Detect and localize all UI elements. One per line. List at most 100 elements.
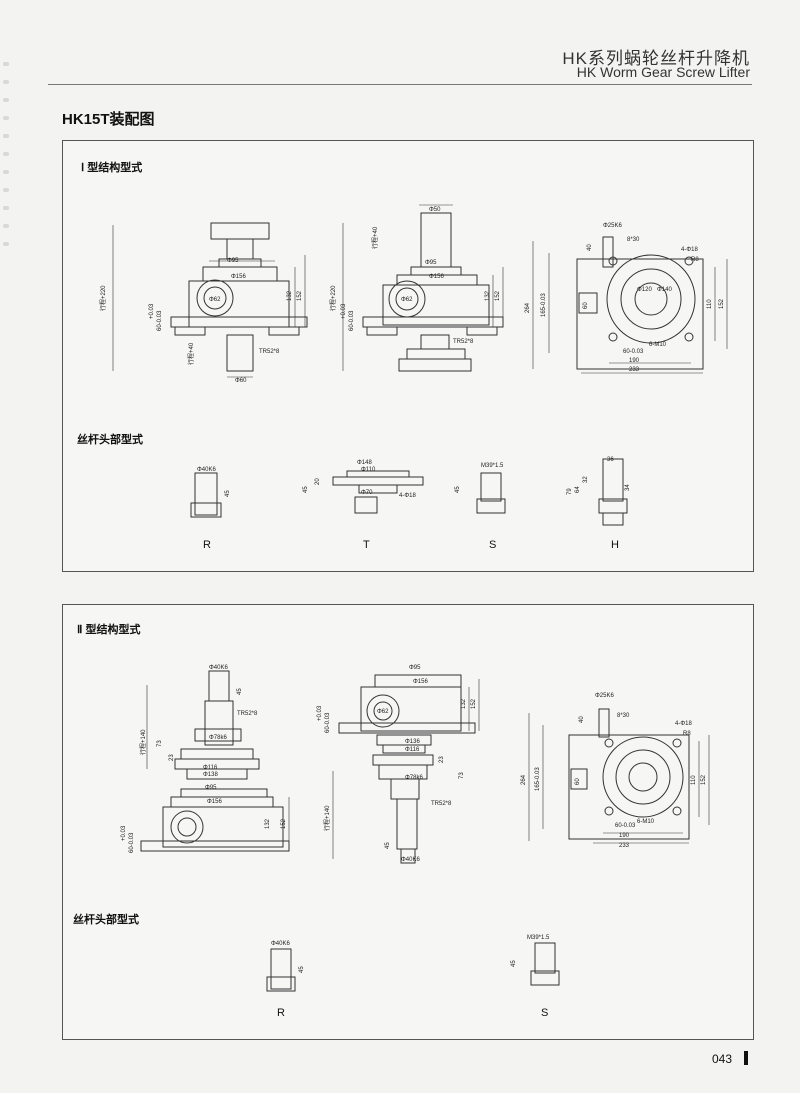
- section2-heads-title: 丝杆头部型式: [73, 914, 139, 926]
- dim-label: 152: [719, 298, 725, 309]
- section2-title: Ⅱ 型结构型式: [77, 624, 141, 636]
- dim-label: 45: [299, 966, 305, 973]
- dim-label: 行程+140: [139, 729, 147, 755]
- dim-label: 60-0.03: [623, 349, 644, 355]
- dim-label: Φ148: [357, 460, 372, 466]
- dim-label: 165-0.03: [535, 767, 541, 791]
- dim-label: 36: [607, 457, 614, 463]
- dim-label: Φ120: [637, 287, 652, 293]
- dim-label: Φ78k6: [405, 775, 423, 781]
- s1-head-h: [598, 458, 628, 526]
- dim-label: 73: [157, 740, 163, 747]
- dim-label: Φ116: [203, 765, 218, 771]
- s2-top-view: [528, 708, 710, 844]
- dim-label: 60-0.03: [157, 310, 163, 331]
- s1-head-r: [190, 472, 222, 518]
- s1-head-s: [476, 472, 506, 514]
- section1-panel: Ⅰ 型结构型式: [62, 140, 754, 572]
- dim-label: 79: [567, 488, 573, 495]
- head-letter-h: H: [611, 539, 619, 551]
- dim-label: 152: [701, 774, 707, 785]
- dim-label: Φ95: [205, 785, 217, 791]
- dim-label: 行程+40: [371, 226, 379, 249]
- head-letter-r: R: [203, 539, 211, 551]
- dim-label: 190: [619, 833, 630, 839]
- dim-label: 264: [521, 774, 527, 785]
- dim-label: 6-M10: [637, 819, 655, 825]
- dim-label: TR52*8: [259, 349, 280, 355]
- dim-label: 20: [315, 478, 321, 485]
- dim-label: Φ62: [209, 297, 221, 303]
- header-title-en: HK Worm Gear Screw Lifter: [576, 64, 750, 80]
- dim-label: 132: [461, 698, 467, 709]
- dim-label: 4-Φ18: [675, 721, 692, 727]
- dim-label: Φ156: [231, 274, 246, 280]
- dim-label: 233: [629, 367, 640, 373]
- dim-label: 23: [169, 754, 175, 761]
- dim-label: 45: [303, 486, 309, 493]
- dim-label: Φ40K6: [271, 941, 290, 947]
- dim-label: 34: [625, 484, 631, 491]
- dim-label: 60-0.03: [349, 310, 355, 331]
- dim-label: Φ95: [409, 665, 421, 671]
- dim-label: Φ40K6: [209, 665, 228, 671]
- dim-label: TR52*8: [237, 711, 258, 717]
- dim-label: 60-0.03: [129, 832, 135, 853]
- dim-label: 64: [575, 486, 581, 493]
- dim-label: 110: [691, 775, 697, 785]
- dim-label: Φ25K6: [595, 693, 614, 699]
- page-number: 043: [712, 1052, 733, 1066]
- page-number-bar: [744, 1051, 748, 1065]
- dim-label: Φ156: [429, 274, 444, 280]
- dim-label: Φ156: [207, 799, 222, 805]
- dim-label: 45: [455, 486, 461, 493]
- dim-label: R8: [683, 731, 691, 737]
- s1-top-view: [532, 236, 728, 374]
- dim-label: Φ140: [657, 287, 672, 293]
- dim-label: 45: [385, 842, 391, 849]
- dim-label: 4-Φ18: [681, 247, 698, 253]
- dim-label: 60: [575, 778, 581, 785]
- dim-label: 23: [439, 756, 445, 763]
- s2-head-r: [266, 948, 296, 992]
- s2-front-view-2: [332, 674, 480, 864]
- dim-label: 264: [525, 302, 531, 313]
- dim-label: 行程+220: [99, 285, 107, 311]
- section1-heads-title: 丝杆头部型式: [77, 434, 143, 446]
- dim-label: Φ40K6: [197, 467, 216, 473]
- dim-label: 152: [281, 818, 287, 829]
- dim-label: Φ50: [429, 207, 441, 213]
- dim-label: Φ62: [377, 709, 389, 715]
- s2-head-s: [530, 942, 560, 986]
- dim-label: +0.03: [341, 303, 347, 319]
- dim-label: 190: [629, 358, 640, 364]
- dim-label: Φ60: [235, 378, 247, 384]
- dim-label: 行程+220: [329, 285, 337, 311]
- section2-drawings: Φ40K6 45 行程+140 TR52*8 Φ78k6 73 23 Φ116 …: [121, 665, 710, 992]
- dim-label: M39*1.5: [527, 935, 550, 941]
- dim-label: R8: [691, 257, 699, 263]
- dim-label: Φ138: [203, 772, 218, 778]
- dim-label: TR52*8: [431, 801, 452, 807]
- page-title: HK15T装配图: [62, 111, 155, 128]
- head-letter-s: S: [541, 1007, 549, 1019]
- binding-holes: [0, 0, 14, 1093]
- dim-label: TR52*8: [453, 339, 474, 345]
- dim-label: Φ95: [425, 260, 437, 266]
- dim-label: 152: [495, 290, 501, 301]
- dim-label: 60-0.03: [325, 712, 331, 733]
- dim-label: Φ40K6: [401, 857, 420, 863]
- header-title-cn: HK系列蜗轮丝杆升降机: [562, 49, 750, 68]
- dim-label: 132: [265, 818, 271, 829]
- dim-label: 233: [619, 843, 630, 849]
- dim-label: 152: [297, 290, 303, 301]
- dim-label: 8*30: [617, 713, 630, 719]
- dim-label: Φ25K6: [603, 223, 622, 229]
- dim-label: Φ116: [405, 747, 420, 753]
- head-letter-r: R: [277, 1007, 285, 1019]
- dim-label: 60-0.03: [615, 823, 636, 829]
- dim-label: 6-M10: [649, 342, 667, 348]
- dim-label: 40: [579, 716, 585, 723]
- dim-label: Φ78k6: [209, 735, 227, 741]
- dim-label: Φ110: [361, 467, 376, 473]
